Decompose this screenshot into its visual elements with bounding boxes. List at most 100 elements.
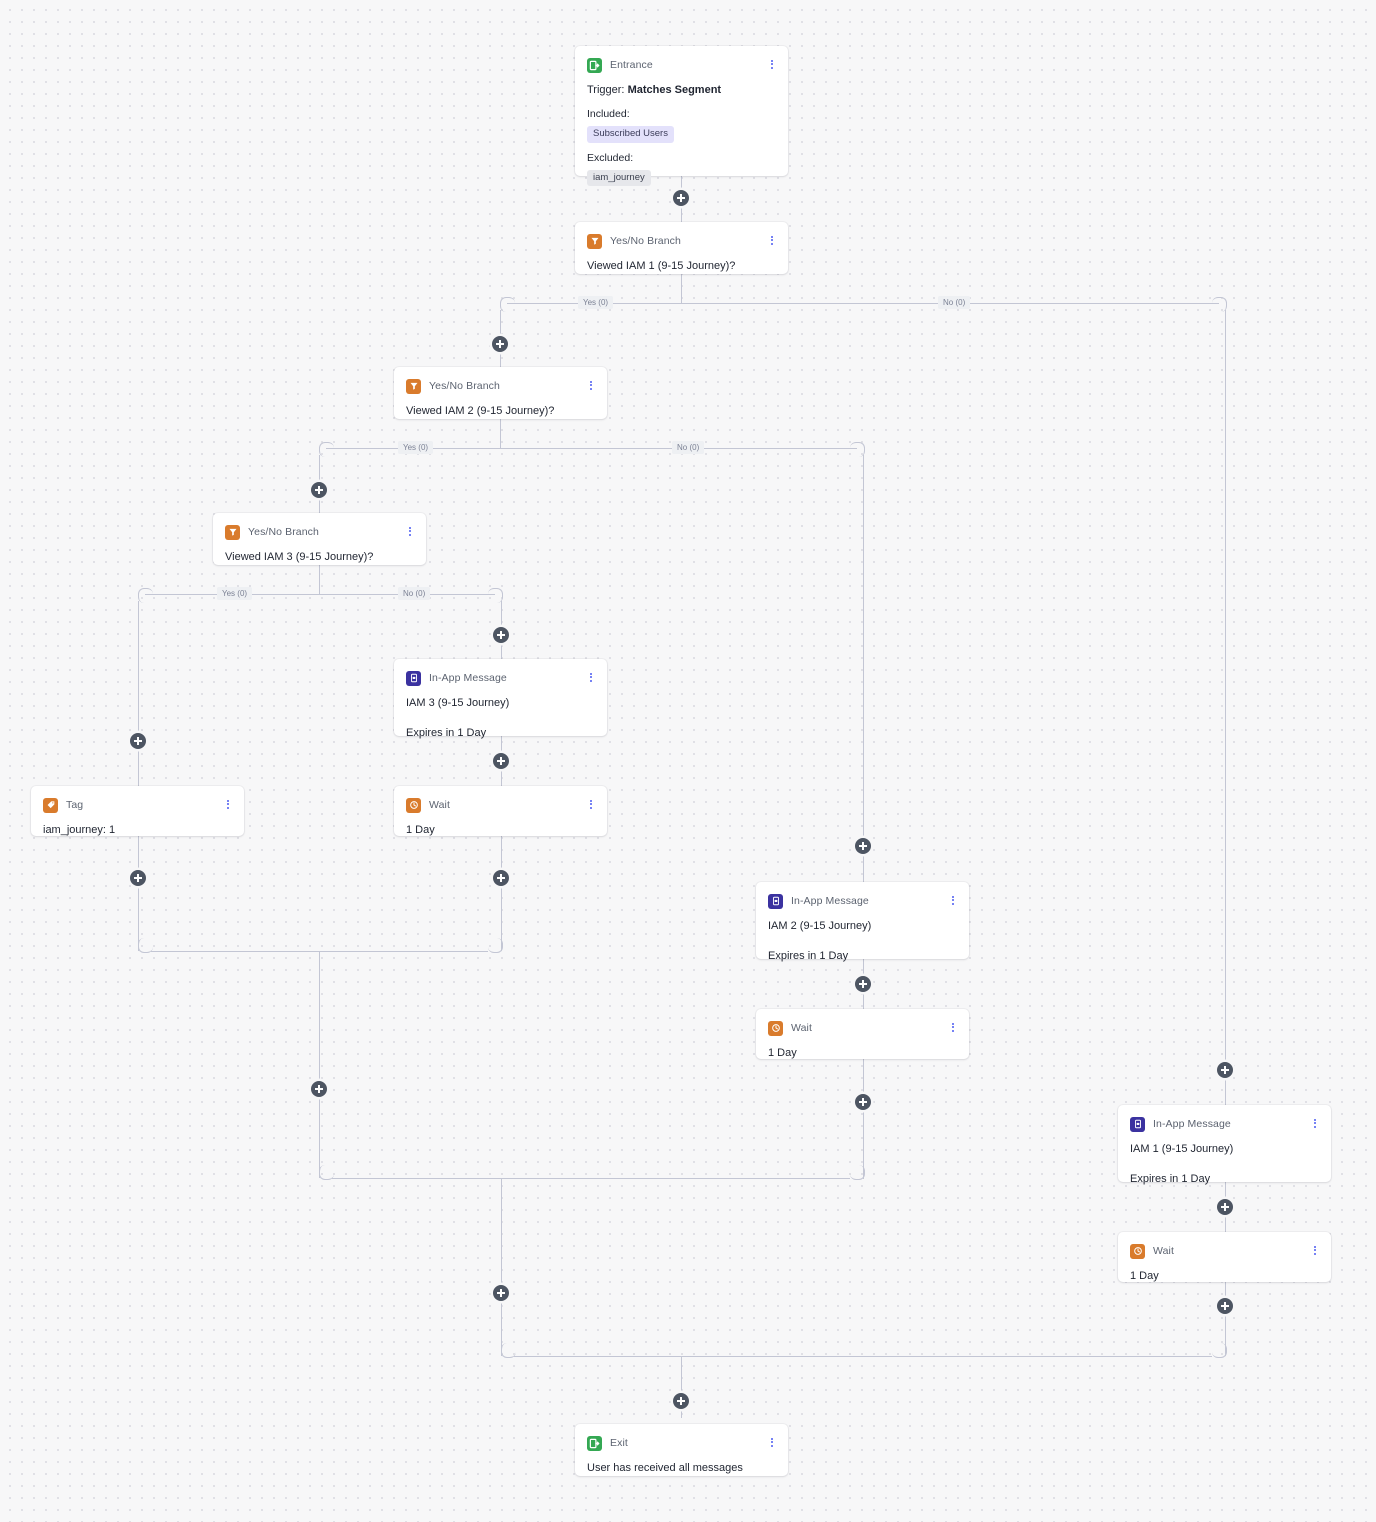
node-exit-header: Exit	[587, 1434, 776, 1452]
add-step-button-branch2-no[interactable]	[855, 838, 871, 854]
node-in-app-message-1-name: IAM 1 (9-15 Journey)	[1130, 1143, 1234, 1155]
filter-funnel-icon	[406, 378, 421, 394]
edge-branch3-bus	[145, 594, 495, 595]
node-in-app-message-2[interactable]: In-App Message IAM 2 (9-15 Journey) Expi…	[756, 882, 969, 962]
edge-wait3-down	[501, 836, 502, 886]
node-wait-2-menu-button[interactable]	[947, 1019, 959, 1035]
edge-to-message1	[1225, 1072, 1226, 1108]
node-wait-1-header: Wait	[1130, 1242, 1319, 1260]
add-step-button-after-wait2[interactable]	[855, 1094, 871, 1110]
add-step-button-after-entrance[interactable]	[673, 190, 689, 206]
edge-label-branch1-yes: Yes (0)	[578, 296, 614, 309]
node-in-app-message-2-type: In-App Message	[791, 895, 869, 907]
edge-branch1-yes-result-down	[501, 1178, 502, 1283]
add-step-button-branch3-yes[interactable]	[130, 733, 146, 749]
edge-label-branch3-yes: Yes (0)	[217, 587, 253, 600]
node-in-app-message-2-menu-button[interactable]	[947, 892, 959, 908]
node-exit-menu-button[interactable]	[766, 1434, 778, 1450]
add-step-button-before-exit[interactable]	[673, 1393, 689, 1409]
node-wait-1-menu-button[interactable]	[1309, 1242, 1321, 1258]
edge-to-branch2	[500, 345, 501, 370]
edge-corner-branch1-yes	[500, 297, 515, 312]
node-exit-type: Exit	[610, 1437, 628, 1449]
node-branch-3-header: Yes/No Branch	[225, 523, 414, 541]
node-tag[interactable]: Tag iam_journey: 1	[31, 786, 244, 836]
entrance-door-icon	[587, 57, 602, 73]
edge-label-branch1-no: No (0)	[938, 296, 971, 309]
node-wait-3-menu-button[interactable]	[585, 796, 597, 812]
node-branch-3[interactable]: Yes/No Branch Viewed IAM 3 (9-15 Journey…	[213, 513, 426, 565]
node-wait-3-duration: 1 Day	[406, 824, 435, 836]
in-app-message-icon	[768, 893, 783, 909]
add-step-button-after-wait3[interactable]	[493, 870, 509, 886]
node-in-app-message-3[interactable]: In-App Message IAM 3 (9-15 Journey) Expi…	[394, 659, 607, 739]
node-in-app-message-1[interactable]: In-App Message IAM 1 (9-15 Journey) Expi…	[1118, 1105, 1331, 1185]
node-in-app-message-3-expiry: Expires in 1 Day	[406, 726, 487, 739]
add-step-button-branch2-merge[interactable]	[493, 1285, 509, 1301]
node-entrance-header: Entrance	[587, 56, 776, 74]
node-wait-1[interactable]: Wait 1 Day	[1118, 1232, 1331, 1282]
add-step-button-branch3-merge[interactable]	[311, 1081, 327, 1097]
add-step-button-branch1-no[interactable]	[1217, 1062, 1233, 1078]
add-step-button-branch2-yes[interactable]	[311, 482, 327, 498]
edge-branch1-yes-result-down2	[501, 1300, 502, 1356]
node-branch-1-type: Yes/No Branch	[610, 235, 681, 247]
clock-icon	[1130, 1243, 1145, 1259]
edge-corner-branch3-no	[488, 588, 503, 603]
edge-label-branch2-no: No (0)	[672, 441, 705, 454]
node-branch-1-menu-button[interactable]	[766, 232, 778, 248]
filter-funnel-icon	[225, 524, 240, 540]
edge-wait2-down2	[863, 1109, 864, 1179]
edge-bottom-merge-bus	[514, 1356, 1212, 1357]
node-tag-header: Tag	[43, 796, 232, 814]
node-exit[interactable]: Exit User has received all messages	[575, 1424, 788, 1476]
edge-merged-branch3-down2	[319, 1096, 320, 1178]
node-branch-1[interactable]: Yes/No Branch Viewed IAM 1 (9-15 Journey…	[575, 222, 788, 274]
edge-label-branch3-no: No (0)	[398, 587, 431, 600]
node-in-app-message-2-name: IAM 2 (9-15 Journey)	[768, 920, 872, 932]
edge-corner-bottom-left	[501, 1343, 516, 1358]
add-step-button-after-message2[interactable]	[855, 976, 871, 992]
add-step-button-after-message3[interactable]	[493, 753, 509, 769]
tag-icon	[43, 797, 58, 813]
add-step-button-after-wait1[interactable]	[1217, 1298, 1233, 1314]
clock-icon	[768, 1020, 783, 1036]
node-entrance-menu-button[interactable]	[766, 56, 778, 72]
node-in-app-message-3-menu-button[interactable]	[585, 669, 597, 685]
edge-label-branch2-yes: Yes (0)	[398, 441, 434, 454]
node-wait-2-header: Wait	[768, 1019, 957, 1037]
node-wait-2[interactable]: Wait 1 Day	[756, 1009, 969, 1059]
node-branch-3-menu-button[interactable]	[404, 523, 416, 539]
edge-branch2-stem	[500, 419, 501, 448]
node-branch-3-type: Yes/No Branch	[248, 526, 319, 538]
node-in-app-message-1-menu-button[interactable]	[1309, 1115, 1321, 1131]
node-wait-2-type: Wait	[791, 1022, 813, 1034]
node-in-app-message-1-expiry: Expires in 1 Day	[1130, 1172, 1211, 1185]
add-step-button-after-tag[interactable]	[130, 870, 146, 886]
edge-branch1-bus	[507, 303, 1219, 304]
node-entrance-excluded-label: Excluded:	[587, 151, 634, 164]
add-step-button-after-message1[interactable]	[1217, 1199, 1233, 1215]
node-wait-1-duration: 1 Day	[1130, 1270, 1159, 1282]
edge-wait1-down2	[1225, 1313, 1226, 1356]
node-entrance[interactable]: Entrance Trigger: Matches Segment Includ…	[575, 46, 788, 187]
edge-wait3-down2	[501, 886, 502, 951]
node-in-app-message-1-header: In-App Message	[1130, 1115, 1319, 1133]
edge-branch2-no-down	[863, 455, 864, 848]
in-app-message-icon	[406, 670, 421, 686]
clock-icon	[406, 797, 421, 813]
node-entrance-type: Entrance	[610, 59, 653, 71]
node-branch-2[interactable]: Yes/No Branch Viewed IAM 2 (9-15 Journey…	[394, 367, 607, 419]
edge-corner-merge-branch2-left	[319, 1165, 334, 1180]
node-in-app-message-2-header: In-App Message	[768, 892, 957, 910]
add-step-button-branch3-no[interactable]	[493, 627, 509, 643]
node-branch-2-header: Yes/No Branch	[406, 377, 595, 395]
edge-to-tag	[138, 743, 139, 786]
node-tag-menu-button[interactable]	[222, 796, 234, 812]
node-wait-3[interactable]: Wait 1 Day	[394, 786, 607, 836]
node-entrance-excluded-pill: iam_journey	[587, 169, 651, 187]
node-branch-2-menu-button[interactable]	[585, 377, 597, 393]
add-step-button-branch1-yes[interactable]	[492, 336, 508, 352]
edge-to-exit	[681, 1356, 682, 1392]
